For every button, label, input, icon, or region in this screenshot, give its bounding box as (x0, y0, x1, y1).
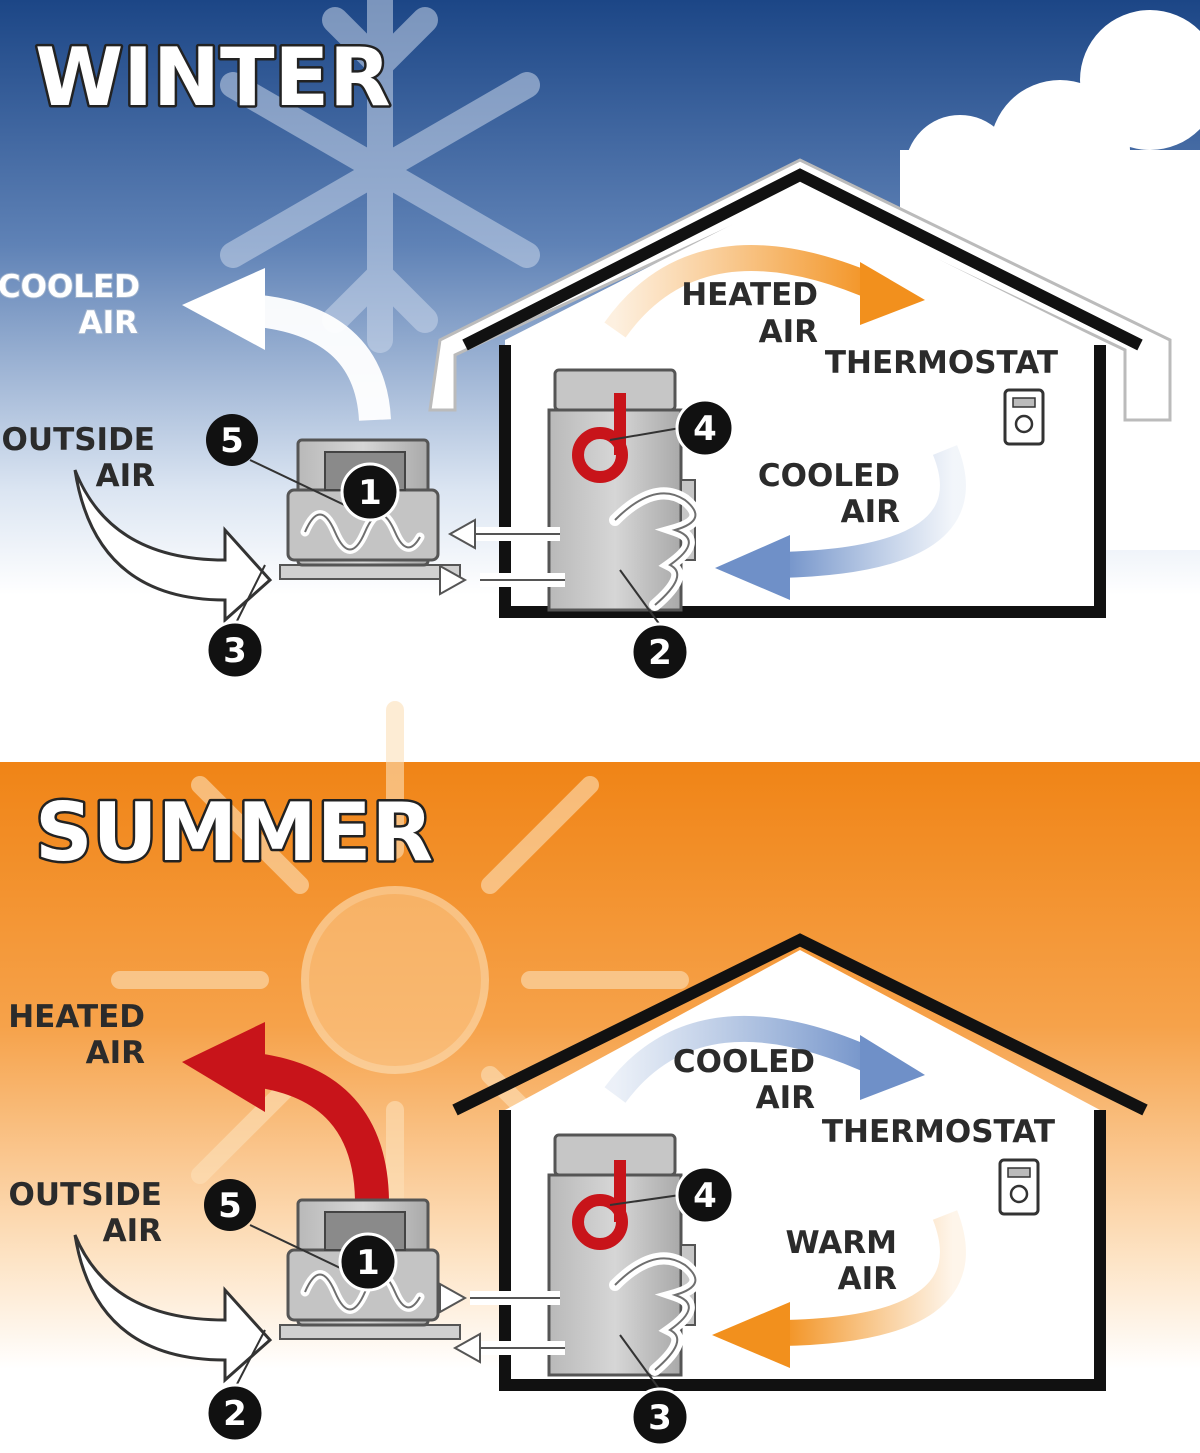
summer-thermostat-icon (998, 1158, 1040, 1216)
svg-text:2: 2 (648, 633, 672, 673)
winter-marker-5: 5 (206, 414, 356, 511)
summer-title: SUMMER (35, 786, 433, 879)
summer-outside-label-line1: OUTSIDE (9, 1177, 162, 1213)
warm-air-return-arrowhead (712, 1302, 790, 1368)
winter-cooled-air-label-line2: AIR (841, 494, 901, 530)
winter-marker-4: 4 (609, 398, 735, 458)
summer-outside-label-line2: AIR (103, 1213, 163, 1249)
svg-text:3: 3 (223, 631, 247, 671)
svg-text:1: 1 (358, 473, 382, 513)
winter-heated-air-label-line2: AIR (759, 314, 819, 350)
svg-text:5: 5 (220, 421, 244, 461)
winter-title: WINTER (35, 31, 391, 124)
winter-heated-air-label-line1: HEATED (681, 277, 818, 313)
winter-thermostat-label: THERMOSTAT (825, 345, 1058, 381)
winter-refrigerant-lines (439, 518, 565, 596)
summer-marker-3: 3 (619, 1334, 690, 1447)
heated-air-arrow (604, 245, 886, 338)
svg-text:2: 2 (223, 1394, 247, 1434)
winter-marker-2: 2 (619, 569, 690, 682)
warm-air-return-arrow (779, 1210, 966, 1346)
summer-exhaust-arrow (252, 1053, 389, 1201)
summer-cooled-air-arrowhead (860, 1035, 925, 1100)
summer-cooled-air-arrow (604, 1015, 886, 1103)
summer-marker-5: 5 (204, 1179, 356, 1276)
summer-marker-4: 4 (609, 1165, 735, 1225)
summer-thermostat-label: THERMOSTAT (822, 1114, 1055, 1150)
summer-warm-air-label-line2: AIR (838, 1261, 898, 1297)
summer-exhaust-label-line1: HEATED (8, 999, 145, 1035)
summer-cooled-air-label-line1: COOLED (673, 1044, 815, 1080)
summer-cooled-air-label-line2: AIR (756, 1080, 816, 1116)
winter-thermostat-icon (1003, 388, 1045, 446)
svg-text:5: 5 (218, 1186, 242, 1226)
winter-cooled-air-label-line1: COOLED (758, 458, 900, 494)
svg-text:3: 3 (648, 1398, 672, 1438)
summer-marker-2: 2 (205, 1329, 266, 1443)
winter-exhaust-label-line1: COOLED (0, 269, 140, 305)
summer-outside-air-arrow (73, 1234, 273, 1384)
summer-panel: SUMMER HEA (0, 701, 1200, 1453)
winter-exhaust-label-line2: AIR (79, 305, 139, 341)
cooled-air-return-arrow (779, 445, 966, 578)
svg-text:1: 1 (356, 1243, 380, 1283)
winter-outside-label-line1: OUTSIDE (2, 422, 155, 458)
winter-exhaust-arrowhead (182, 268, 265, 350)
winter-outside-label-line2: AIR (96, 458, 156, 494)
cooled-air-return-arrowhead (715, 535, 790, 600)
summer-refrigerant-lines (439, 1282, 565, 1364)
svg-text:4: 4 (693, 409, 717, 449)
svg-text:4: 4 (693, 1176, 717, 1216)
summer-exhaust-label-line2: AIR (86, 1035, 146, 1071)
summer-warm-air-label-line1: WARM (785, 1225, 897, 1261)
winter-exhaust-arrow (248, 294, 391, 422)
winter-panel: WINTER (0, 0, 1200, 720)
winter-marker-3: 3 (205, 564, 266, 680)
winter-marker-1: 1 (340, 462, 400, 522)
heated-air-arrowhead (860, 262, 925, 325)
summer-exhaust-arrowhead (182, 1022, 265, 1112)
summer-marker-1: 1 (338, 1232, 398, 1292)
